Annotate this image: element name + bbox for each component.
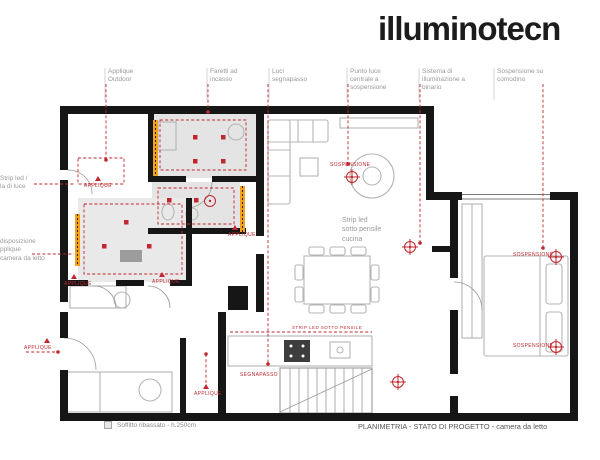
drawing-title: PLANIMETRIA - STATO DI PROGETTO - camera… [358,422,548,431]
sospensione-label: SOSPENSIONE [330,162,371,168]
applique-label: APPLIQUE [152,279,180,285]
callout-punto-luce-centrale: Punto luce centrale a sospensione [350,68,387,92]
callout-ticks [104,68,495,100]
window-lines [462,194,550,200]
sospensione-icon [343,168,361,186]
strip-led-cucina-note: Strip led sotto pensile cucina [342,217,382,243]
callout-faretti-incasso: Faretti ad incasso [210,68,238,84]
faretti-icons [102,135,226,249]
sospensione-label: SOSPENSIONE [513,343,554,349]
sospensione-label: SOSPENSIONE [513,252,554,258]
segnapasso-label: SEGNAPASSO [240,372,278,378]
applique-label: APPLIQUE [64,281,92,287]
sospensione-icon [401,238,419,256]
annotation-dots [56,110,545,366]
strip-led-marks [75,120,245,266]
soffitto-swatch-icon [104,421,112,429]
callout-predisposizione-applique: disposizione pplique camera da letto [0,238,45,262]
applique-label: APPLIQUE [24,345,52,351]
room-fills [78,112,256,282]
legend-soffitto: Soffitto ribassato - h.250cm [104,421,196,429]
legend-text: Soffitto ribassato - h.250cm [117,421,197,429]
callout-sospensione-comodino: Sospensione su comodino [497,68,544,84]
applique-label: APPLIQUE [228,232,256,238]
logo: illuminotecn [378,10,561,47]
annotation-lines [26,84,544,386]
ceiling-point-dot [208,199,212,203]
callout-sistema-binario: Sistema di illuminazione a binario [422,68,465,92]
applique-label: APPLIQUE [84,183,112,189]
sospensione-icon [389,373,407,391]
arrow-markers [44,176,238,389]
ceiling-point-icon [204,195,216,207]
callout-strip-led-gola: Strip led / la di luce [0,175,28,191]
strip-led-pensile-label: STRIP LED SOTTO PENSILE [292,325,363,330]
callout-luci-segnapasso: Luci segnapasso [272,68,308,84]
callout-applique-outdoor: Applique Outdoor [108,68,134,84]
applique-label: APPLIQUE [194,391,222,397]
door-arcs [63,169,483,371]
stove-burner-icons [289,344,305,358]
